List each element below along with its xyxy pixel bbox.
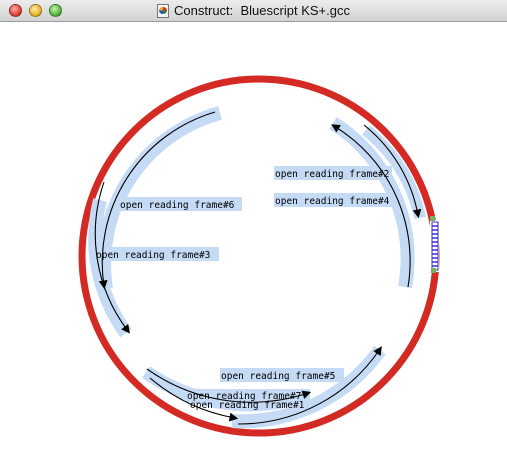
feature-block[interactable]	[430, 216, 439, 273]
plasmid-map[interactable]: open reading frame#2 open reading frame#…	[0, 22, 507, 470]
document-icon	[157, 3, 170, 18]
orf-label-2[interactable]: open reading frame#2	[275, 169, 389, 180]
orf-label-4[interactable]: open reading frame#4	[275, 196, 390, 207]
zoom-window-button[interactable]	[49, 4, 62, 17]
window-title: Construct: Bluescript KS+.gcc	[0, 0, 507, 21]
close-window-button[interactable]	[9, 4, 22, 17]
window-title-text: Construct: Bluescript KS+.gcc	[174, 3, 350, 18]
minimize-window-button[interactable]	[29, 4, 42, 17]
orf-label-7[interactable]: open reading frame#7	[187, 391, 301, 402]
orf-label-5[interactable]: open reading frame#5	[221, 371, 335, 382]
orf-label-1[interactable]: open reading frame#1	[190, 400, 305, 411]
orf-label-6[interactable]: open reading frame#6	[120, 200, 235, 211]
title-bar[interactable]: Construct: Bluescript KS+.gcc	[0, 0, 507, 22]
orf-label-3[interactable]: open reading frame#3	[96, 250, 210, 261]
orf-labels: open reading frame#2 open reading frame#…	[96, 169, 390, 411]
orf-arrows	[94, 111, 422, 425]
